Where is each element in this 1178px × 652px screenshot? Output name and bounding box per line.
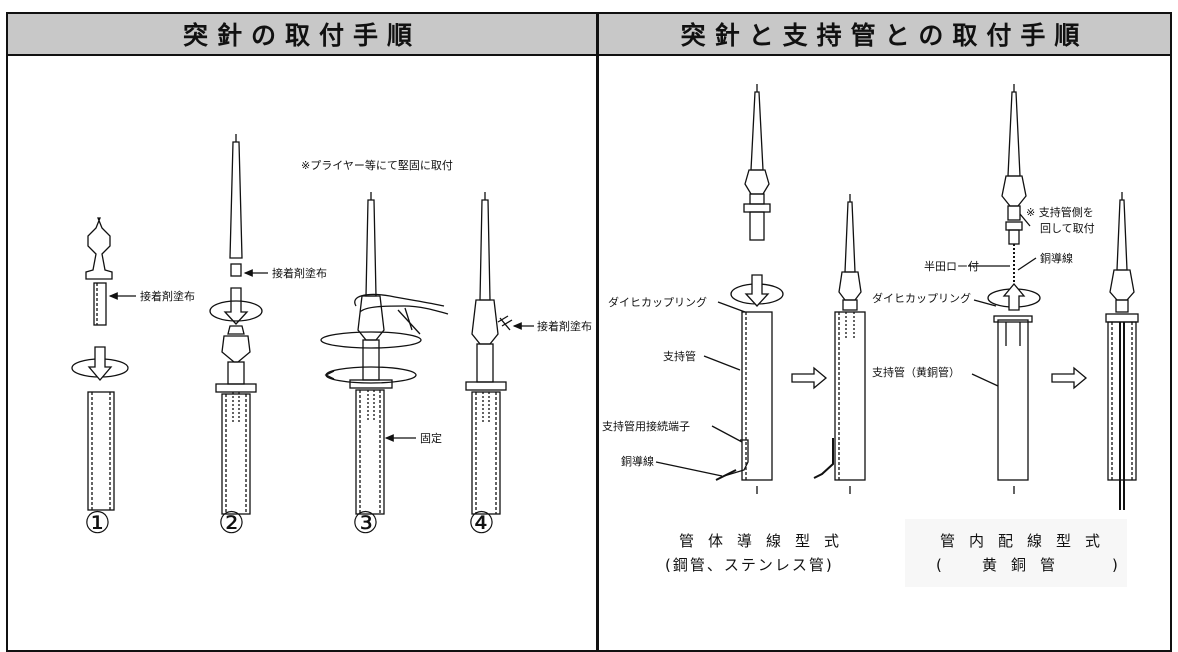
step-1-number: ① <box>84 506 111 541</box>
step1-rotation <box>71 346 129 382</box>
installation-diagram: 接着剤塗布 接着剤塗布 接着剤塗布 ※プライヤー等にて堅固に取付 固定 ① ② … <box>71 84 1139 574</box>
plier-note: ※プライヤー等にて堅固に取付 <box>301 158 453 172</box>
typeA-spike <box>743 84 771 241</box>
step2-base-pipe <box>215 325 257 515</box>
note-line-1: ※ 支持管側を <box>1026 205 1094 219</box>
typeA-caption-title: 管体導線型式 <box>679 532 853 550</box>
adhesive-label-1: 接着剤塗布 <box>140 289 195 303</box>
typeB-caption-title: 管内配線型式 <box>940 532 1114 550</box>
typeB-pipe <box>993 315 1033 494</box>
right-panel-title: 突針と支持管との取付手順 <box>599 14 1170 56</box>
coupling-label-1: ダイヒカップリング <box>608 295 707 309</box>
step2-spike <box>209 134 263 325</box>
adhesive-label-4: 接着剤塗布 <box>537 319 592 333</box>
step-4-number: ④ <box>468 506 495 541</box>
typeB-rotation <box>987 282 1041 311</box>
step4-assembly <box>465 192 513 515</box>
left-panel-title: 突針の取付手順 <box>8 14 596 56</box>
typeB-caption-close: ) <box>1112 556 1120 574</box>
step3-pliers <box>354 293 449 335</box>
brass-pipe-label: 支持管（黄銅管） <box>872 365 960 379</box>
typeB-arrow <box>1051 366 1088 390</box>
step-3-number: ③ <box>352 506 379 541</box>
copper-wire-2-leader <box>1017 257 1037 271</box>
terminal-label: 支持管用接続端子 <box>602 419 690 433</box>
terminal-leader <box>711 425 743 443</box>
coupling-label-2: ダイヒカップリング <box>872 291 971 305</box>
note-line-2: 回して取付 <box>1040 222 1095 235</box>
panel-divider <box>596 12 599 652</box>
copper-wire-1-leader <box>655 461 723 477</box>
coupling-2-leader <box>973 299 997 307</box>
copper-wire-label-2: 銅導線 <box>1040 251 1073 265</box>
caption-background <box>905 519 1127 587</box>
copper-wire-label-1: 銅導線 <box>621 454 654 468</box>
typeB-caption-open: ( <box>936 556 944 574</box>
typeB-spike <box>1001 84 1027 290</box>
brass-pipe-leader <box>971 373 999 387</box>
note-leader <box>1019 213 1031 227</box>
step1-pipe <box>87 391 115 511</box>
typeB-assembled <box>1105 192 1139 510</box>
support-pipe-label: 支持管 <box>663 349 696 363</box>
typeA-arrow <box>791 366 828 390</box>
coupling-1-leader <box>717 301 746 313</box>
step3-rotation-arrows <box>320 331 422 384</box>
step1-spike-base <box>85 217 113 326</box>
fixed-label: 固定 <box>420 431 442 445</box>
typeA-caption-sub: (鋼管、ステンレス管) <box>665 556 834 574</box>
adhesive-label-2: 接着剤塗布 <box>272 266 327 280</box>
solder-label: 半田ロー付 <box>924 259 979 273</box>
step-2-number: ② <box>218 506 245 541</box>
typeA-pipe <box>715 311 773 494</box>
typeB-caption-text: 黄銅管 <box>982 556 1069 574</box>
typeA-assembled <box>813 194 866 494</box>
support-pipe-leader <box>703 355 741 371</box>
typeA-rotation <box>730 274 784 307</box>
step3-assembly <box>349 192 393 515</box>
